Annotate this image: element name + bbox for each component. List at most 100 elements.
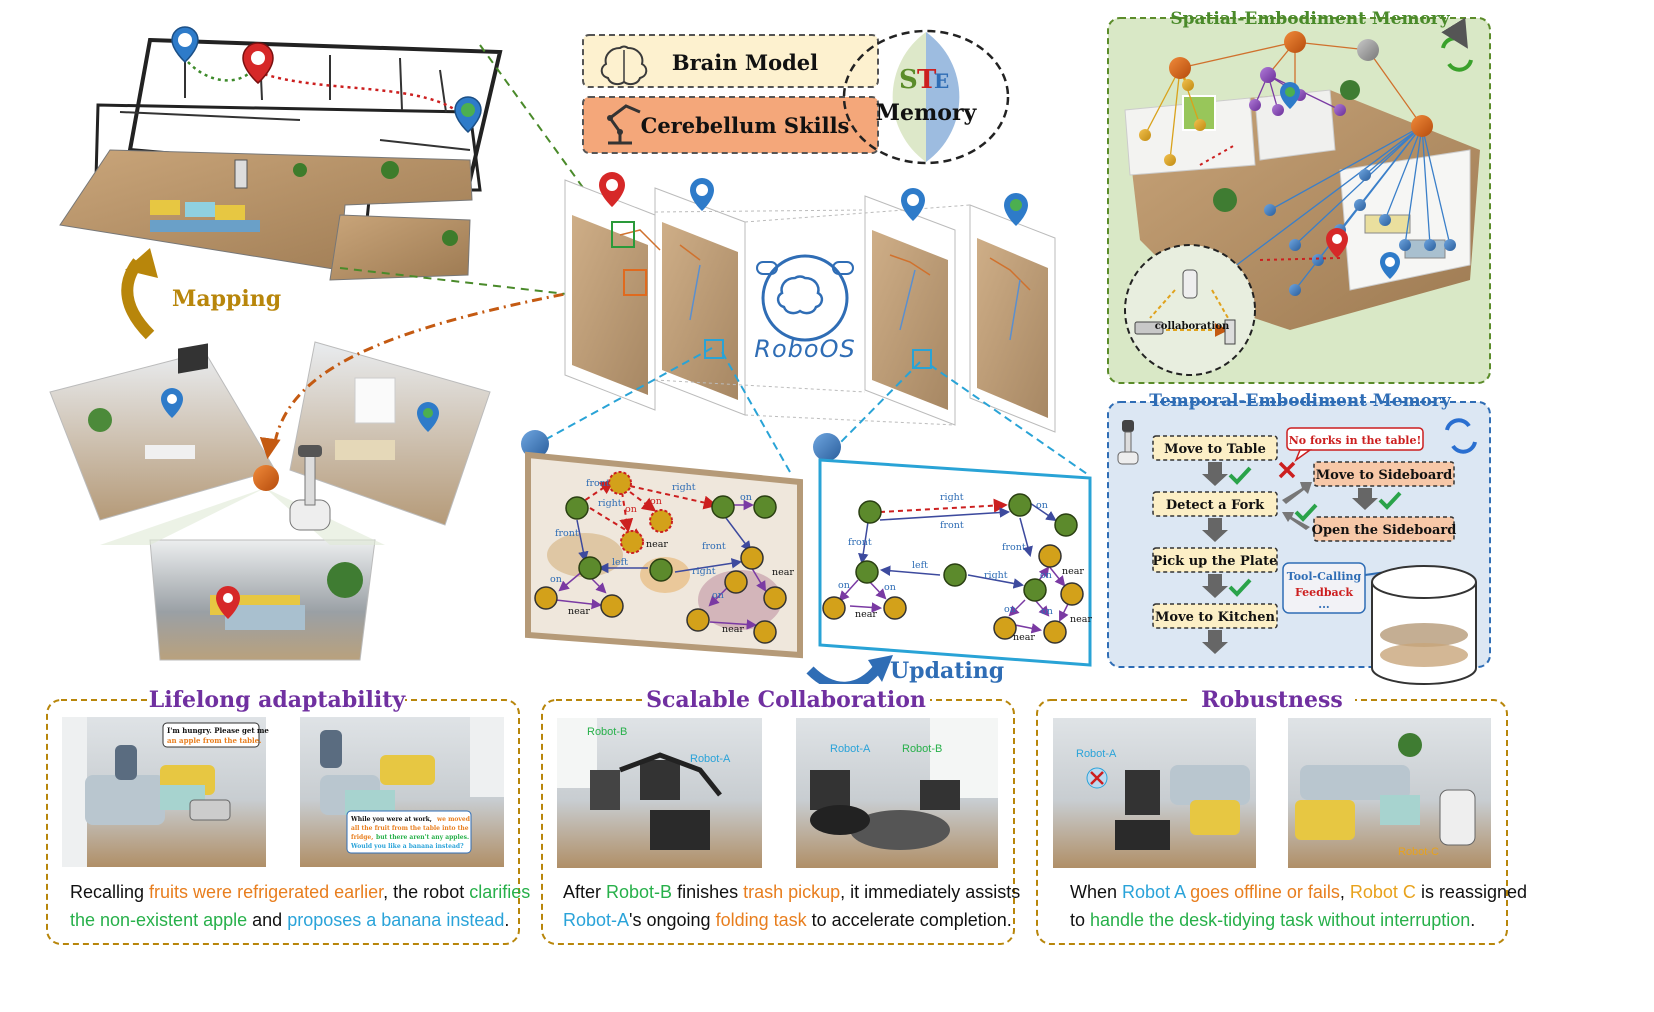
robot-node [253,465,279,491]
temporal-step-4-label: Move to Kitchen [1155,610,1275,625]
robot-small-icon [1117,420,1139,465]
scalable-caption-line1: After Robot-B finishes trash pickup, it … [563,882,1020,902]
scalable-photo-2 [796,718,998,868]
scene-graph-left-edges [555,480,767,630]
ste-memory-label: Memory [876,100,978,126]
svg-text:on: on [1041,606,1053,617]
lifelong-caption-line1: Recalling fruits were refrigerated earli… [70,882,530,902]
temporal-step-1-label: Move to Table [1164,442,1266,457]
collaboration-circle [1124,244,1256,376]
graph-connectors [529,347,1091,477]
dash-link-green-2 [339,267,576,296]
feedback-label: Feedback [1295,586,1353,599]
scene-graph-left-labels: front right right on on front left right… [550,478,794,635]
svg-text:on: on [550,574,562,585]
alt-step-1-label: Move to Sideboard [1316,468,1452,483]
scalable-robot-b-label: Robot-B [587,726,627,738]
branch-arrows [1282,482,1312,530]
svg-text:right: right [940,492,964,503]
svg-text:near: near [646,539,668,550]
collaboration-label: collaboration [1155,321,1230,332]
spatial-title: Spatial-Embodiment Memory [1170,9,1450,29]
map-pin-red-icon [242,42,274,84]
bubble1-line1: I'm hungry. Please get me [167,726,269,735]
svg-text:on: on [884,582,896,593]
svg-text:near: near [772,567,794,578]
mapping-arrow [121,248,158,340]
svg-text:front: front [555,528,579,539]
alt-step-2-label: Open the Sideboard [1312,523,1457,538]
map-pin-blue-icon [171,26,199,64]
spatial-pin-red-icon [1326,228,1348,258]
scalable-robot-a-label-2: Robot-A [830,743,871,755]
svg-text:on: on [650,496,662,507]
svg-text:near: near [1070,614,1092,625]
svg-text:near: near [1062,566,1084,577]
floor-map [59,37,503,281]
speech-bubble-1 [162,722,260,748]
svg-text:on: on [838,580,850,591]
map-pin-check-icon [454,96,482,134]
robot-arm-icon [607,104,641,145]
spatial-pin-blue-icon [1380,252,1400,279]
temporal-step-3 [1152,547,1278,573]
svg-text:right: right [672,482,696,493]
scalable-robot-a-label: Robot-A [690,753,731,765]
pin-left-photo-icon [161,388,183,418]
lifelong-title-bg [150,684,405,712]
dash-link-orange [273,290,576,443]
pin-layer1-icon [599,172,625,207]
bubble1-line2: an apple from the table. [167,736,262,745]
pin-right-photo-icon [417,402,439,432]
scene-graph-left-nodes [534,471,787,644]
svg-text:front: front [940,520,964,531]
svg-text:near: near [855,609,877,620]
cerebellum-box [582,96,879,154]
temporal-step-3-label: Pick up the Plate [1153,554,1278,569]
svg-text:front: front [702,541,726,552]
spatial-graph-edges [1144,41,1451,291]
svg-text:near: near [568,606,590,617]
robot-figure [289,445,331,531]
highlight-green-box [611,221,635,248]
temporal-step-4 [1152,603,1278,629]
graph-anchor-right [813,433,841,461]
bubble2-line2: all the fruit from the table into the [351,825,469,832]
room-photo-left [49,343,276,521]
room-photo-bottom [149,539,376,661]
svg-text:front: front [1002,542,1026,553]
warning-bubble [1286,427,1424,463]
pin-layer4-icon [1004,193,1028,226]
ste-e: E [934,69,949,93]
temporal-step-2-label: Detect a Fork [1166,498,1265,513]
svg-text:on: on [1040,570,1052,581]
highlight-orange-box [623,269,647,296]
roboos-logo-icon [756,254,854,342]
scalable-caption-line2: Robot-A's ongoing folding task to accele… [563,910,1012,930]
svg-text:front: front [586,478,610,489]
svg-text:front: front [848,537,872,548]
svg-text:on: on [1036,500,1048,511]
scalable-robot-b-label-2: Robot-B [902,743,942,755]
robustness-photo-2 [1288,718,1491,868]
refresh-blue-icon [1445,418,1477,454]
scene-graph-right-labels: right front on front left right front on… [838,492,1092,643]
scene-graph-right-nodes [822,493,1084,644]
ellipsis-label: ... [1318,598,1330,611]
tool-calling-label: Tool-Calling [1287,570,1362,583]
svg-text:on: on [1004,604,1016,615]
robustness-caption-line1: When Robot A goes offline or fails, Robo… [1070,882,1527,902]
room-photo-right [289,341,491,526]
brain-model-box [582,34,879,88]
scalable-title: Scalable Collaboration [646,687,926,713]
temporal-step-2 [1152,491,1278,517]
ste-memory-circle [842,29,1010,165]
updating-label: Updating [890,658,1004,684]
bubble2-line3b: but there aren't any apples. [376,834,469,841]
lifelong-caption-line2: the non-existent apple and proposes a ba… [70,910,509,930]
scene-graph-right-edges [838,498,1071,634]
updating-arrow [806,655,893,692]
temporal-step-1 [1152,435,1278,461]
robustness-title-bg [1190,684,1355,712]
